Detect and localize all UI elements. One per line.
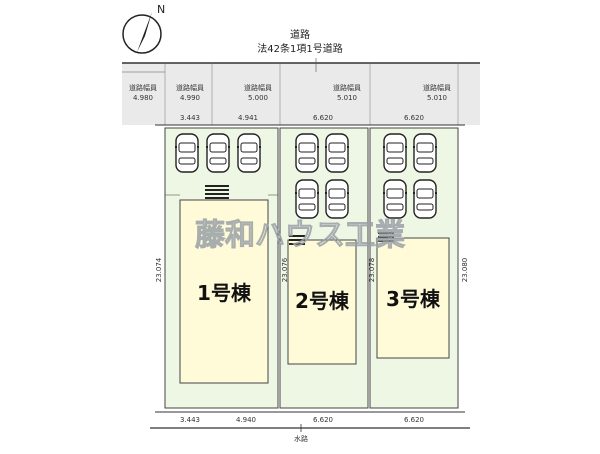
depth-right: 23.080: [461, 258, 469, 283]
frontage-top-3: 6.620: [404, 114, 424, 122]
road-subtitle: 法42条1項1号道路: [257, 42, 342, 55]
road-area: [122, 63, 480, 125]
road-width-value: 4.990: [180, 94, 200, 102]
parking-car-icon: [382, 179, 408, 219]
building-3: [376, 237, 450, 359]
frontage-bottom-2: 6.620: [313, 416, 333, 424]
road-width-value: 5.010: [337, 94, 357, 102]
road-width-value: 5.000: [248, 94, 268, 102]
building-2: [287, 239, 357, 365]
parking-car-icon: [294, 133, 320, 173]
road-width-label: 道路幅員: [423, 83, 451, 92]
road-width-label: 道路幅員: [176, 83, 204, 92]
frontage-bottom-1a: 3.443: [180, 416, 200, 424]
parking-car-icon: [324, 179, 350, 219]
parking-car-icon: [174, 133, 200, 173]
depth-lot-2: 23.076: [281, 257, 289, 282]
parking-car-icon: [236, 133, 262, 173]
north-compass-icon: N: [122, 3, 165, 54]
watermark-logo: 藤和ハウス工業: [195, 218, 405, 253]
depth-lot-1: 23.074: [155, 257, 163, 282]
frontage-top-1b: 4.941: [238, 114, 258, 122]
frontage-top-2: 6.620: [313, 114, 333, 122]
depth-lot-3: 23.078: [368, 258, 376, 283]
building-1-label: 1号棟: [197, 281, 252, 305]
entrance-steps-2: [289, 235, 305, 245]
compass-n-label: N: [157, 3, 165, 16]
frontage-top-1a: 3.443: [180, 114, 200, 122]
parking-car-icon: [412, 179, 438, 219]
entrance-steps-1: [205, 185, 229, 199]
road-width-label: 道路幅員: [244, 83, 272, 92]
building-1: [179, 199, 269, 384]
parking-car-icon: [412, 133, 438, 173]
parking-car-icon: [294, 179, 320, 219]
waterway-label: 水路: [294, 434, 308, 443]
road-width-label: 道路幅員: [333, 83, 361, 92]
building-3-label: 3号棟: [386, 287, 441, 311]
entrance-steps-3: [378, 232, 394, 242]
road-width-annotations: 道路幅員 4.980 道路幅員 4.990 道路幅員 5.000 道路幅員 5.…: [122, 58, 459, 125]
parking-car-icon: [324, 133, 350, 173]
frontage-bottom-3: 6.620: [404, 416, 424, 424]
road-title: 道路: [290, 28, 310, 41]
building-2-label: 2号棟: [295, 289, 350, 313]
road-width-value: 5.010: [427, 94, 447, 102]
frontage-bottom-1b: 4.940: [236, 416, 256, 424]
road-width-value: 4.980: [133, 94, 153, 102]
parking-car-icon: [382, 133, 408, 173]
road-width-label: 道路幅員: [129, 83, 157, 92]
parking-car-icon: [205, 133, 231, 173]
